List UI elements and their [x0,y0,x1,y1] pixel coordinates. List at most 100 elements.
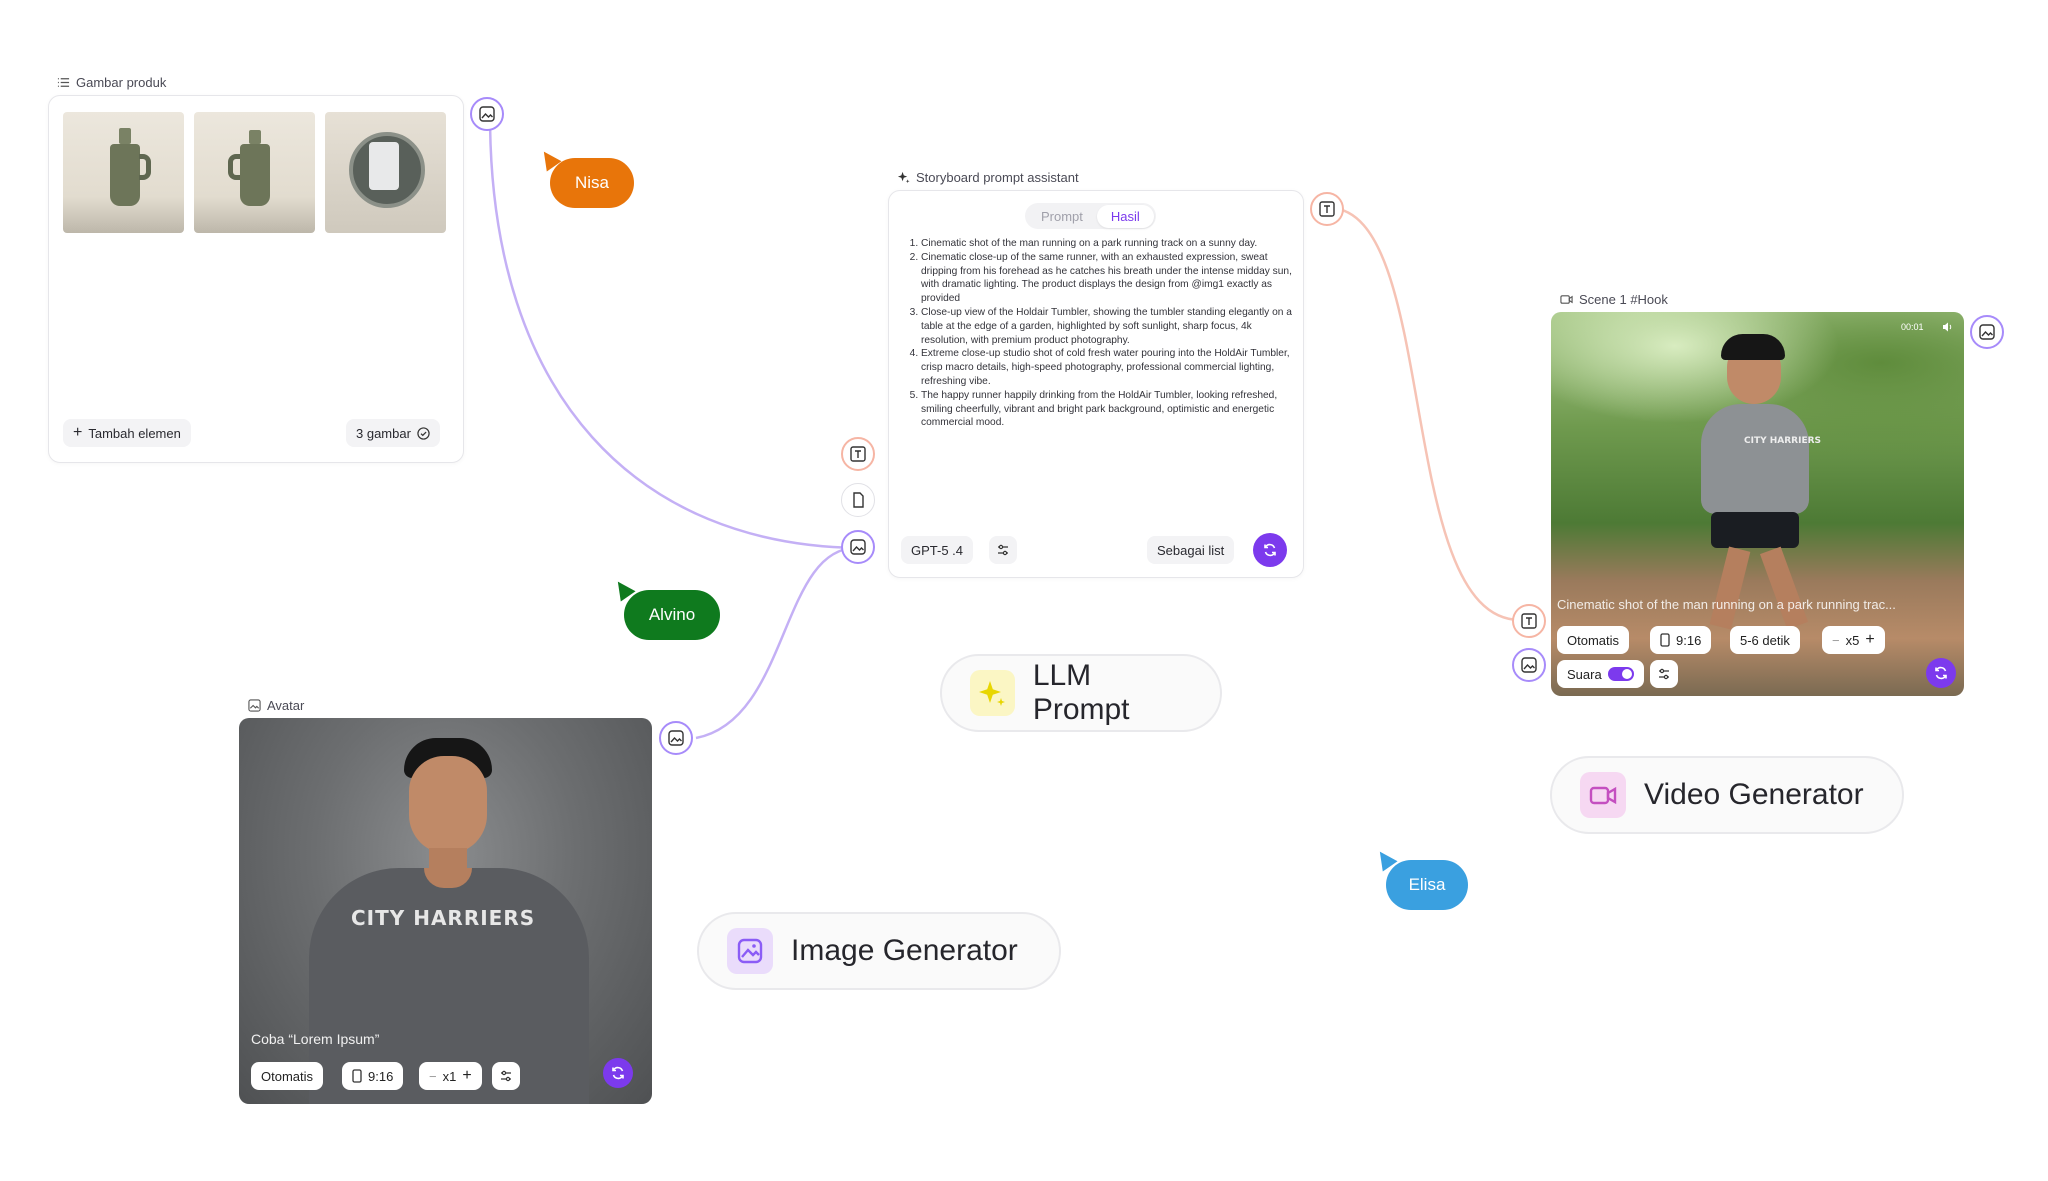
image-count-badge[interactable]: 3 gambar [346,419,440,447]
video-count-label: x5 [1845,632,1860,648]
plus-icon[interactable]: + [1865,631,1875,648]
video-text-input-port[interactable] [1512,604,1546,638]
llm-sparkle-badge [970,670,1015,716]
prompt-result-toggle[interactable]: Prompt Hasil [1025,203,1156,229]
refresh-icon [1264,543,1276,557]
toggle-switch[interactable] [1607,667,1634,681]
avatar-settings-button[interactable] [492,1062,520,1090]
sound-toggle[interactable]: Suara [1557,660,1644,688]
product-thumb-3[interactable] [325,112,446,233]
tab-result[interactable]: Hasil [1096,204,1154,228]
image-icon [850,539,866,555]
legend-video-label: Video Generator [1644,778,1864,811]
add-element-button[interactable]: + Tambah elemen [63,419,191,447]
avatar-generate-button[interactable] [603,1058,633,1088]
phone-icon [352,1069,362,1083]
sound-label: Suara [1567,666,1602,682]
refresh-icon [1935,666,1947,680]
speaker-icon[interactable] [1942,321,1954,333]
minus-icon[interactable]: − [429,1068,437,1084]
text-icon [850,446,866,462]
image-badge [727,928,773,974]
video-mode-selector[interactable]: Otomatis [1557,626,1630,654]
video-preview-frame[interactable]: CITY HARRIERS 00:01 Cinematic shot of th… [1551,312,1964,696]
llm-node-label: Storyboard prompt assistant [897,170,1079,185]
wire-product-to-llm [488,114,859,550]
video-image-input-port[interactable] [1512,648,1546,682]
avatar-mode-selector[interactable]: Otomatis [251,1062,324,1090]
llm-node-title: Storyboard prompt assistant [916,170,1079,185]
video-image-output-port[interactable] [1970,315,2004,349]
sliders-icon [501,1070,511,1082]
sliders-icon [1659,668,1669,680]
avatar-mode-label: Otomatis [261,1068,314,1084]
sparkle-icon [979,681,1006,706]
avatar-shirt-text: CITY HARRIERS [351,906,536,930]
plus-icon[interactable]: + [462,1067,472,1084]
video-ratio-selector[interactable]: 9:16 [1650,626,1712,654]
wire-avatar-to-llm [695,546,859,740]
product-node-title: Gambar produk [76,75,167,90]
video-caption: Cinematic shot of the man running on a p… [1557,597,1896,612]
prompt-item: Cinematic close-up of the same runner, w… [921,251,1297,306]
llm-file-input-port[interactable] [841,483,875,517]
wire-llm-to-video [1329,206,1521,622]
product-images-card[interactable]: + Tambah elemen 3 gambar [48,95,464,463]
legend-image-label: Image Generator [791,934,1018,967]
product-thumbnails [63,112,446,233]
legend-llm-label: LLM Prompt [1032,659,1130,726]
product-image-output-port[interactable] [470,97,504,131]
legend-image-generator: Image Generator [697,912,1061,990]
cursor-name-elisa: Elisa [1408,875,1446,894]
refresh-icon [612,1066,624,1080]
product-thumb-2[interactable] [194,112,315,233]
model-selector[interactable]: GPT-5 .4 [901,536,974,564]
sparkle-icon [897,171,910,184]
video-duration-selector[interactable]: 5-6 detik [1730,626,1800,654]
video-settings-button[interactable] [1650,660,1678,688]
text-icon [1319,201,1335,217]
image-icon [1979,324,1995,340]
tab-prompt[interactable]: Prompt [1041,208,1083,224]
llm-generate-button[interactable] [1253,533,1287,567]
llm-image-input-port[interactable] [841,530,875,564]
model-label: GPT-5 .4 [911,542,964,558]
video-generate-button[interactable] [1926,658,1956,688]
video-mode-label: Otomatis [1567,632,1620,648]
check-circle-icon [417,426,430,440]
image-icon [737,938,763,964]
legend-llm-prompt: LLM Prompt [940,654,1222,732]
avatar-image-output-port[interactable] [659,721,693,755]
image-count-label: 3 gambar [356,425,411,441]
avatar-image-frame[interactable]: CITY HARRIERS Coba “Lorem Ipsum” Otomati… [239,718,652,1104]
cursor-name-alvino: Alvino [648,605,696,624]
avatar-prompt-hint[interactable]: Coba “Lorem Ipsum” [251,1031,380,1047]
phone-icon [1660,633,1670,647]
image-icon [1521,657,1537,673]
minus-icon[interactable]: − [1832,632,1840,648]
video-node-title: Scene 1 #Hook [1579,292,1668,307]
product-thumb-1[interactable] [63,112,184,233]
llm-prompt-card[interactable]: Prompt Hasil Cinematic shot of the man r… [888,190,1304,578]
plus-icon: + [73,424,83,441]
llm-text-output-port[interactable] [1310,192,1344,226]
cursor-tag-nisa: Nisa [550,158,634,208]
output-mode-selector[interactable]: Sebagai list [1147,536,1235,564]
prompt-item: Cinematic shot of the man running on a p… [921,237,1297,251]
video-duration-label: 5-6 detik [1740,632,1790,648]
sliders-icon [998,544,1008,556]
llm-settings-button[interactable] [989,536,1017,564]
output-mode-label: Sebagai list [1157,542,1225,558]
avatar-ratio-selector[interactable]: 9:16 [342,1062,404,1090]
text-icon [1521,613,1537,629]
list-icon [57,78,70,87]
video-icon [1589,786,1617,805]
llm-text-input-port[interactable] [841,437,875,471]
video-ratio-label: 9:16 [1676,632,1702,648]
avatar-count-stepper[interactable]: − x1 + [419,1062,482,1090]
video-count-stepper[interactable]: − x5 + [1822,626,1885,654]
avatar-node-title: Avatar [267,698,305,713]
avatar-count-label: x1 [442,1068,457,1084]
video-scene [1551,312,1964,696]
